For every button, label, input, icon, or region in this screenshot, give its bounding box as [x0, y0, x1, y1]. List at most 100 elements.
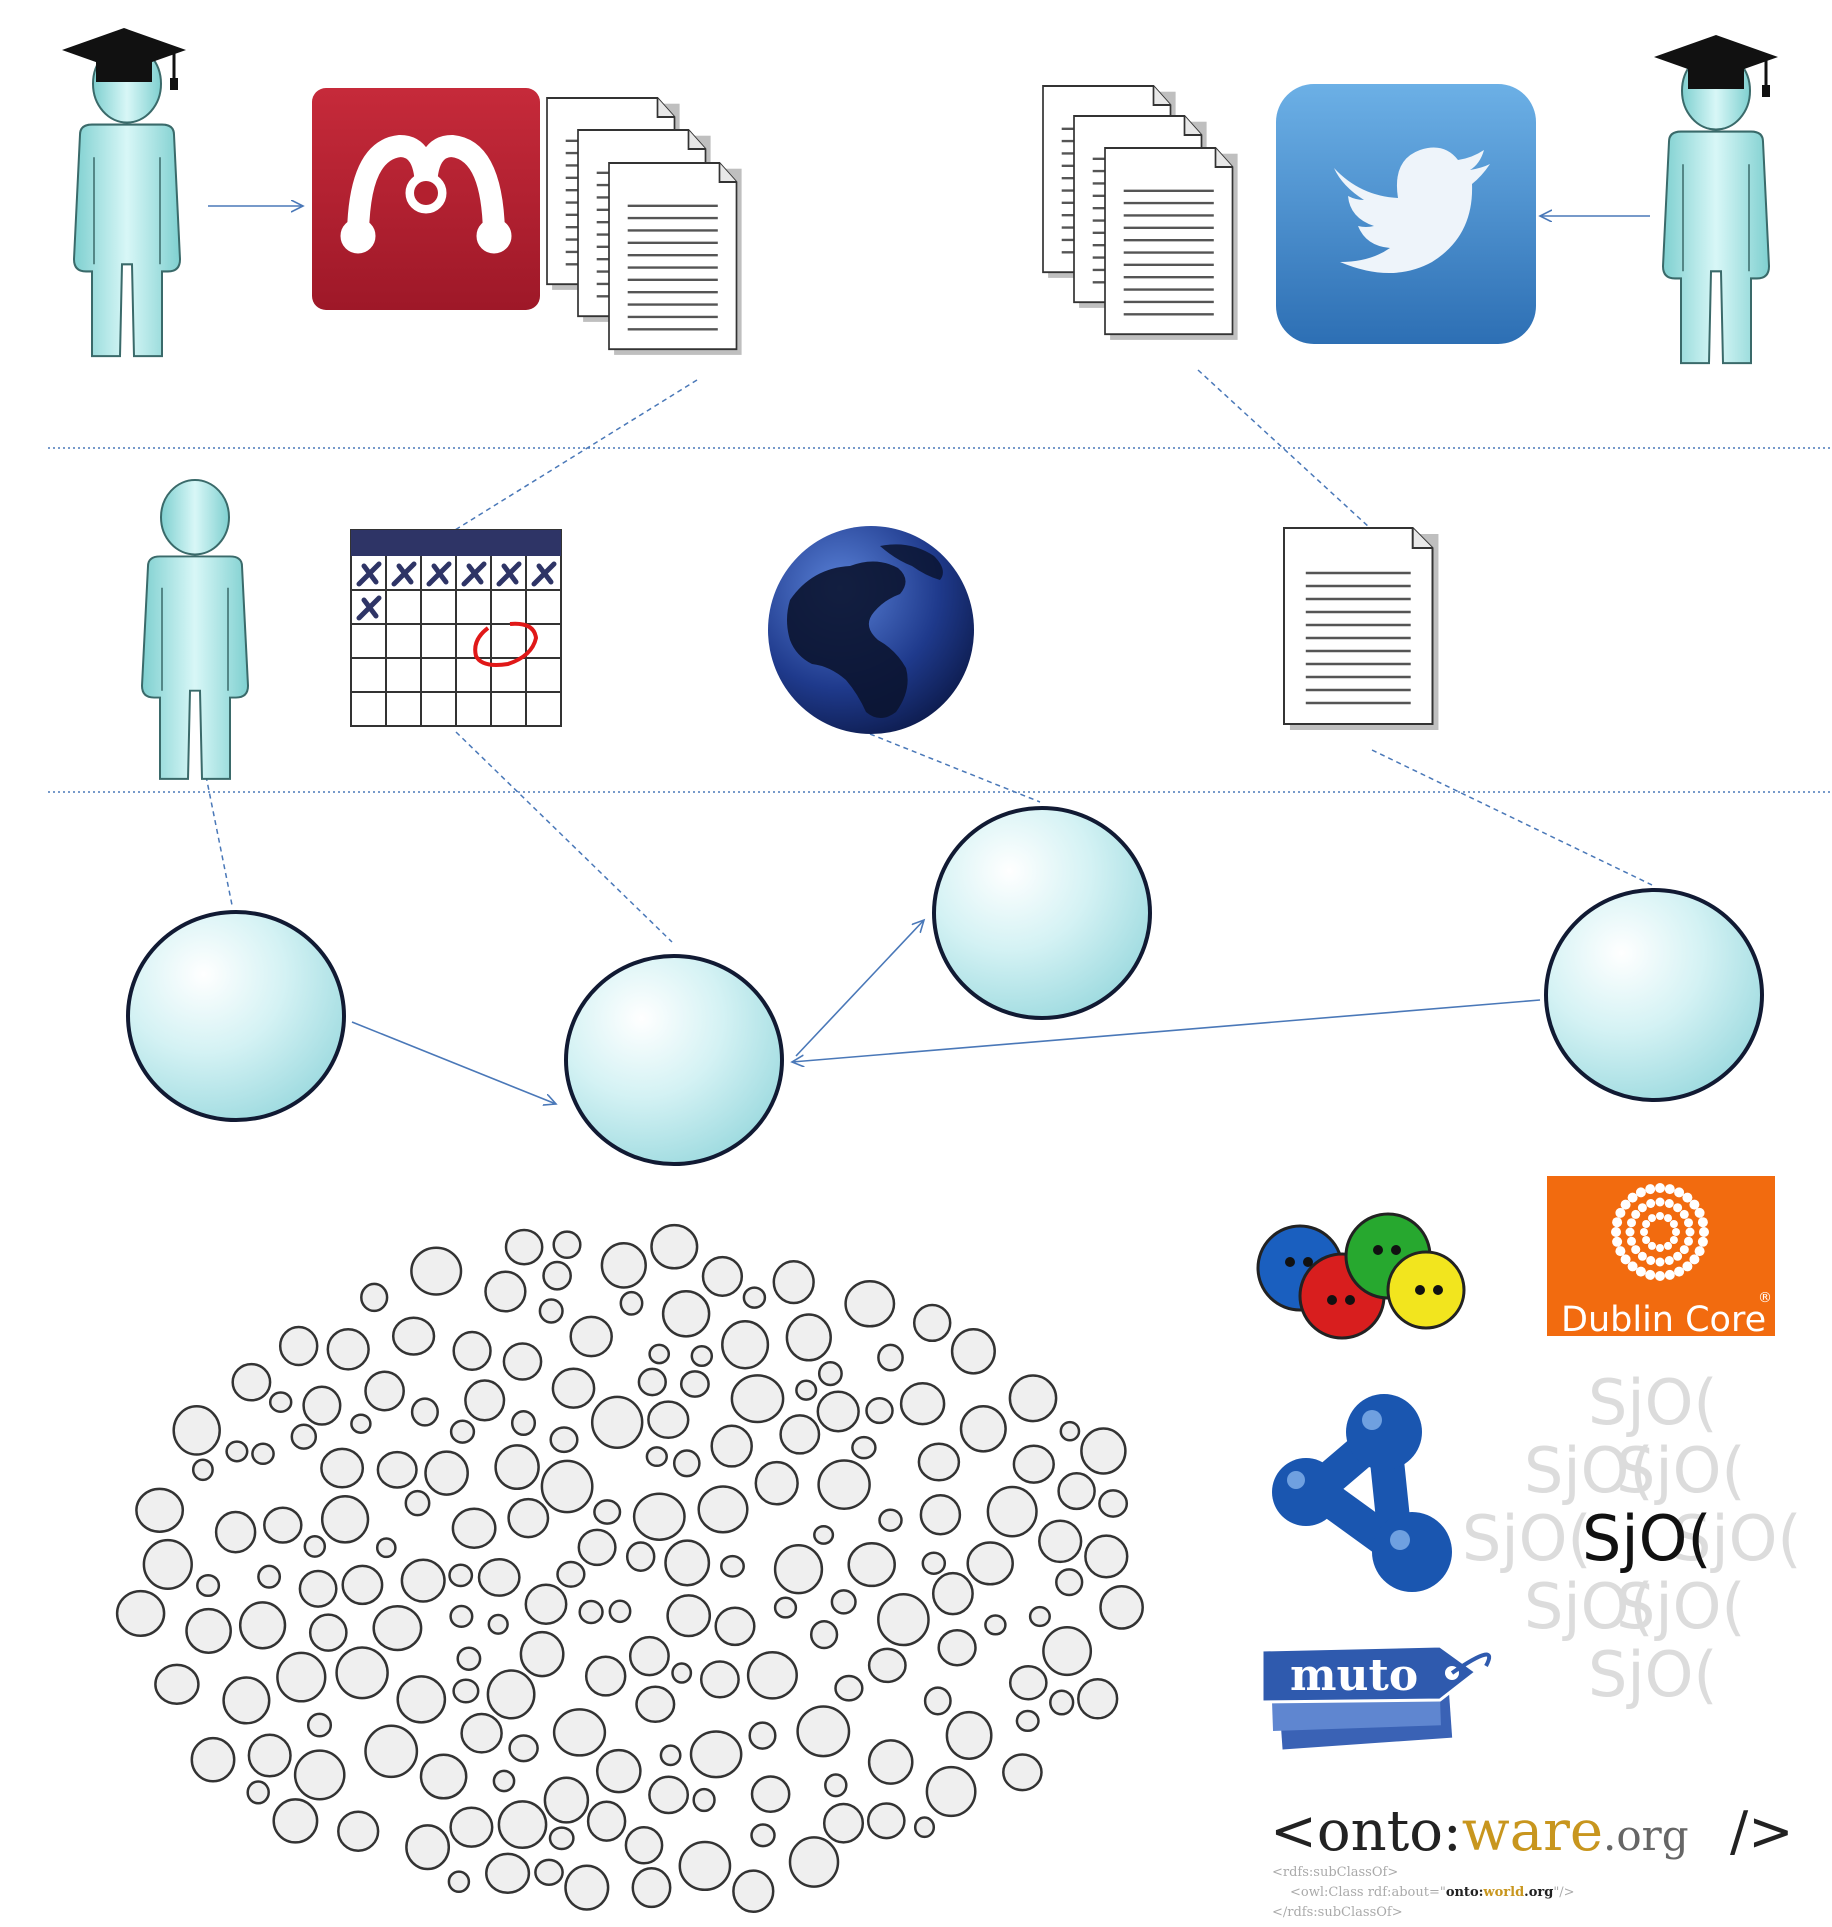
- mendeley-icon: [312, 88, 540, 310]
- dublin-core-icon: Dublin Core ®: [1547, 1176, 1775, 1340]
- svg-text:SjO(: SjO(: [1616, 1434, 1746, 1507]
- cloud-circle: [196, 1573, 221, 1598]
- cloud-circle: [448, 1563, 474, 1588]
- arrow-node4-node2: [792, 999, 1541, 1062]
- cloud-circle: [720, 1554, 745, 1578]
- cloud-circle: [772, 1259, 815, 1305]
- cloud-circle: [866, 1802, 906, 1840]
- cloud-circle: [538, 1298, 564, 1324]
- dublin-core-label: Dublin Core: [1561, 1300, 1766, 1340]
- graph-node: [932, 806, 1152, 1020]
- cloud-circle: [231, 1362, 272, 1402]
- cloud-circle: [847, 1542, 896, 1588]
- cloud-circle: [225, 1440, 249, 1463]
- cloud-circle: [877, 1343, 904, 1372]
- cloud-circle: [375, 1537, 397, 1559]
- cloud-circle: [396, 1675, 447, 1724]
- svg-text:/>: />: [1730, 1800, 1793, 1863]
- cloud-circle: [1099, 1585, 1144, 1630]
- cloud-circle: [925, 1765, 977, 1818]
- cloud-circle: [447, 1870, 471, 1894]
- cloud-circle: [451, 1507, 497, 1549]
- cloud-circle: [190, 1736, 236, 1783]
- ontoware-icon: <onto:ware.org /> <rdfs:subClassOf> <owl…: [1270, 1799, 1793, 1920]
- document-icon: [1282, 526, 1440, 732]
- twitter-icon: [1276, 84, 1536, 344]
- cloud-circle: [721, 1319, 770, 1370]
- cloud-circle: [460, 1712, 503, 1754]
- cloud-circle: [268, 1391, 293, 1413]
- graph-node: [1544, 888, 1764, 1102]
- cloud-circle: [320, 1447, 365, 1489]
- cloud-circle: [844, 1280, 896, 1328]
- cloud-circle: [303, 1534, 327, 1558]
- cloud-circle: [913, 1816, 936, 1839]
- cloud-circle: [172, 1405, 221, 1456]
- cloud-circle: [824, 1773, 848, 1798]
- cloud-circle: [502, 1342, 543, 1381]
- cloud-circle: [1098, 1489, 1129, 1518]
- cloud-circle: [679, 1370, 710, 1398]
- cloud-circle: [692, 1787, 716, 1813]
- cloud-circle: [350, 1413, 372, 1434]
- cloud-circle: [754, 1460, 799, 1506]
- cloud-circle: [263, 1506, 303, 1544]
- cloud-circle: [272, 1798, 319, 1844]
- cloud-circle: [449, 1604, 474, 1629]
- cloud-circle: [569, 1315, 613, 1358]
- cloud-circle: [593, 1499, 622, 1525]
- cloud-circle: [504, 1228, 544, 1266]
- cloud-circle: [645, 1446, 668, 1468]
- cloud-circle: [1057, 1472, 1096, 1511]
- cloud-circle: [306, 1712, 333, 1738]
- muto-icon: muto: [1260, 1644, 1492, 1750]
- cloud-circle: [540, 1459, 594, 1514]
- cloud-circle: [1084, 1534, 1129, 1579]
- foaf-icon: [1256, 1212, 1466, 1340]
- globe-icon: [768, 526, 974, 734]
- cloud-circle: [851, 1435, 877, 1460]
- cloud-circle: [1055, 1568, 1084, 1597]
- cloud-circle: [921, 1551, 947, 1575]
- cloud-circle: [701, 1255, 744, 1297]
- graph-node: [126, 910, 346, 1122]
- cloud-circle: [449, 1806, 494, 1848]
- cloud-circle: [326, 1327, 370, 1371]
- cloud-circle: [632, 1492, 686, 1541]
- cloud-circle: [524, 1583, 568, 1625]
- cloud-circle: [191, 1458, 214, 1482]
- cloud-circle: [519, 1630, 565, 1678]
- cloud-circle: [246, 1780, 270, 1805]
- cloud-circle: [115, 1589, 166, 1637]
- cloud-circle: [664, 1539, 711, 1587]
- cloud-circle: [154, 1663, 200, 1705]
- svg-text:SjO(: SjO(: [1672, 1502, 1802, 1575]
- cloud-circle: [320, 1494, 370, 1544]
- document-stack-icon: [1041, 84, 1239, 342]
- graduate-person-icon: [1652, 33, 1780, 365]
- cloud-circle: [625, 1541, 656, 1572]
- cloud-circle: [773, 1596, 798, 1619]
- cloud-circle: [648, 1343, 671, 1365]
- cloud-circle: [419, 1753, 468, 1800]
- cloud-circle: [666, 1594, 712, 1638]
- cloud-circle: [795, 1379, 818, 1401]
- svg-text:SjO(: SjO(: [1588, 1366, 1718, 1439]
- cloud-circle: [937, 1628, 977, 1667]
- cloud-circle: [650, 1223, 699, 1270]
- svg-text:<onto:ware.org: <onto:ware.org: [1270, 1799, 1689, 1864]
- arrow-node2-node3: [795, 920, 924, 1057]
- cloud-circle: [485, 1852, 531, 1894]
- cloud-circle: [750, 1823, 776, 1848]
- cloud-circle: [867, 1647, 907, 1684]
- cloud-circle: [813, 1524, 835, 1545]
- cloud-circle: [452, 1330, 492, 1372]
- cloud-circle: [449, 1419, 476, 1444]
- cloud-circle: [391, 1316, 436, 1356]
- cloud-circle: [251, 1442, 275, 1466]
- cloud-circle: [222, 1676, 271, 1725]
- rdf-icon: [1272, 1394, 1452, 1592]
- cloud-circle: [410, 1246, 463, 1296]
- svg-text:SjO(: SjO(: [1462, 1502, 1592, 1575]
- cloud-circle: [293, 1749, 346, 1801]
